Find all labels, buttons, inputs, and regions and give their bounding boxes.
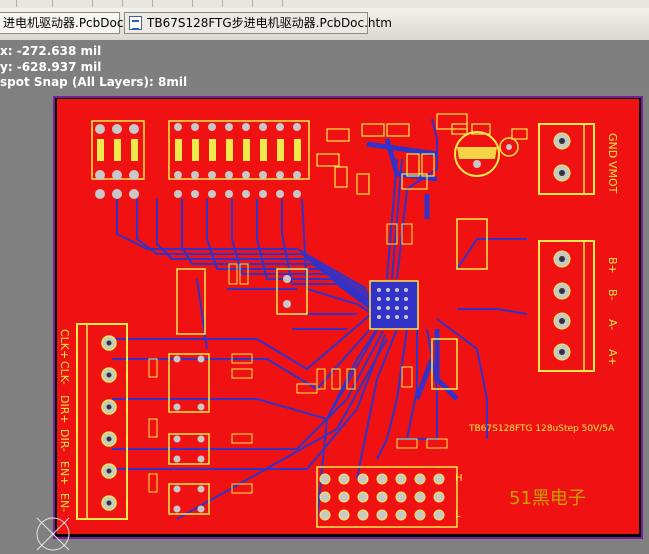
origin-marker	[36, 517, 70, 551]
label-b-minus: B-	[606, 289, 619, 301]
toolbar-button[interactable]	[110, 0, 123, 7]
crystal-component	[499, 137, 519, 157]
connector-control	[76, 323, 128, 520]
ic-pads	[173, 275, 291, 513]
toolbar-button[interactable]	[140, 0, 153, 7]
toolbar-button[interactable]	[80, 0, 93, 7]
label-vmot: VMOT	[606, 161, 619, 194]
toolbar-button[interactable]	[210, 0, 223, 7]
pcb-layout: CLK+ CLK- DIR+ DIR- EN+ EN-	[58, 113, 619, 528]
dip-switch-small	[91, 120, 145, 199]
brand-text: 51黑电子	[509, 488, 586, 509]
label-b-plus: B+	[606, 257, 619, 274]
snap-readout: spot Snap (All Layers): 8mil	[0, 75, 188, 89]
board-title: TB67S128FTG 128uStep 50V/5A 51黑电子	[468, 424, 615, 509]
connector-power-labels: GND VMOT	[606, 133, 619, 194]
label-dir-minus: DIR-	[58, 429, 71, 452]
header-labels: H L	[455, 473, 463, 520]
connector-motor-labels: B+ B- A- A+	[606, 257, 619, 366]
coordinate-info-panel: x: -272.638 mil y: -628.937 mil spot Sna…	[0, 40, 649, 90]
dip-switch-large	[168, 120, 310, 198]
resistors	[148, 223, 448, 494]
connector-power	[538, 123, 595, 195]
toolbar-button[interactable]	[4, 0, 17, 7]
toolbar-button[interactable]	[270, 0, 283, 7]
pcb-board[interactable]: CLK+ CLK- DIR+ DIR- EN+ EN-	[57, 99, 639, 534]
label-dir-plus: DIR+	[58, 395, 71, 424]
tab-pcbdoc-htm-label: TB67S128FTG步进电机驱动器.PcbDoc.htm	[147, 16, 392, 30]
tab-pcbdoc-label: 进电机驱动器.PcbDoc	[3, 16, 124, 30]
label-gnd: GND	[606, 133, 619, 158]
y-coordinate-readout: y: -628.937 mil	[0, 60, 102, 74]
x-coordinate-readout: x: -272.638 mil	[0, 44, 102, 58]
capacitor-electrolytic	[454, 131, 500, 177]
toolbar-button[interactable]	[240, 0, 253, 7]
power-traces	[366, 138, 459, 401]
driver-ic	[369, 280, 419, 330]
tab-pcbdoc-htm[interactable]: TB67S128FTG步进电机驱动器.PcbDoc.htm	[124, 12, 392, 34]
document-icon	[129, 16, 142, 30]
tab-pcbdoc[interactable]: 进电机驱动器.PcbDoc	[0, 12, 124, 34]
toolbar-button[interactable]	[180, 0, 193, 7]
label-l: L	[455, 509, 461, 520]
label-en-plus: EN+	[58, 461, 71, 485]
label-a-plus: A+	[606, 349, 619, 366]
connector-motor	[538, 240, 595, 372]
label-clk-minus: CLK-	[58, 361, 71, 385]
toolbar-button[interactable]	[40, 0, 53, 7]
label-clk-plus: CLK+	[58, 329, 71, 359]
connector-control-labels: CLK+ CLK- DIR+ DIR- EN+ EN-	[58, 329, 71, 512]
label-a-minus: A-	[606, 319, 619, 330]
document-tab-bar: 进电机驱动器.PcbDoc TB67S128FTG步进电机驱动器.PcbDoc.…	[0, 8, 649, 41]
passive-components	[316, 113, 528, 195]
logic-ic	[168, 218, 488, 515]
bottom-traces	[112, 118, 528, 520]
label-en-minus: EN-	[58, 493, 71, 512]
board-title-text: TB67S128FTG 128uStep 50V/5A	[468, 424, 615, 434]
pin-header-array	[316, 466, 458, 528]
label-h: H	[455, 473, 463, 484]
